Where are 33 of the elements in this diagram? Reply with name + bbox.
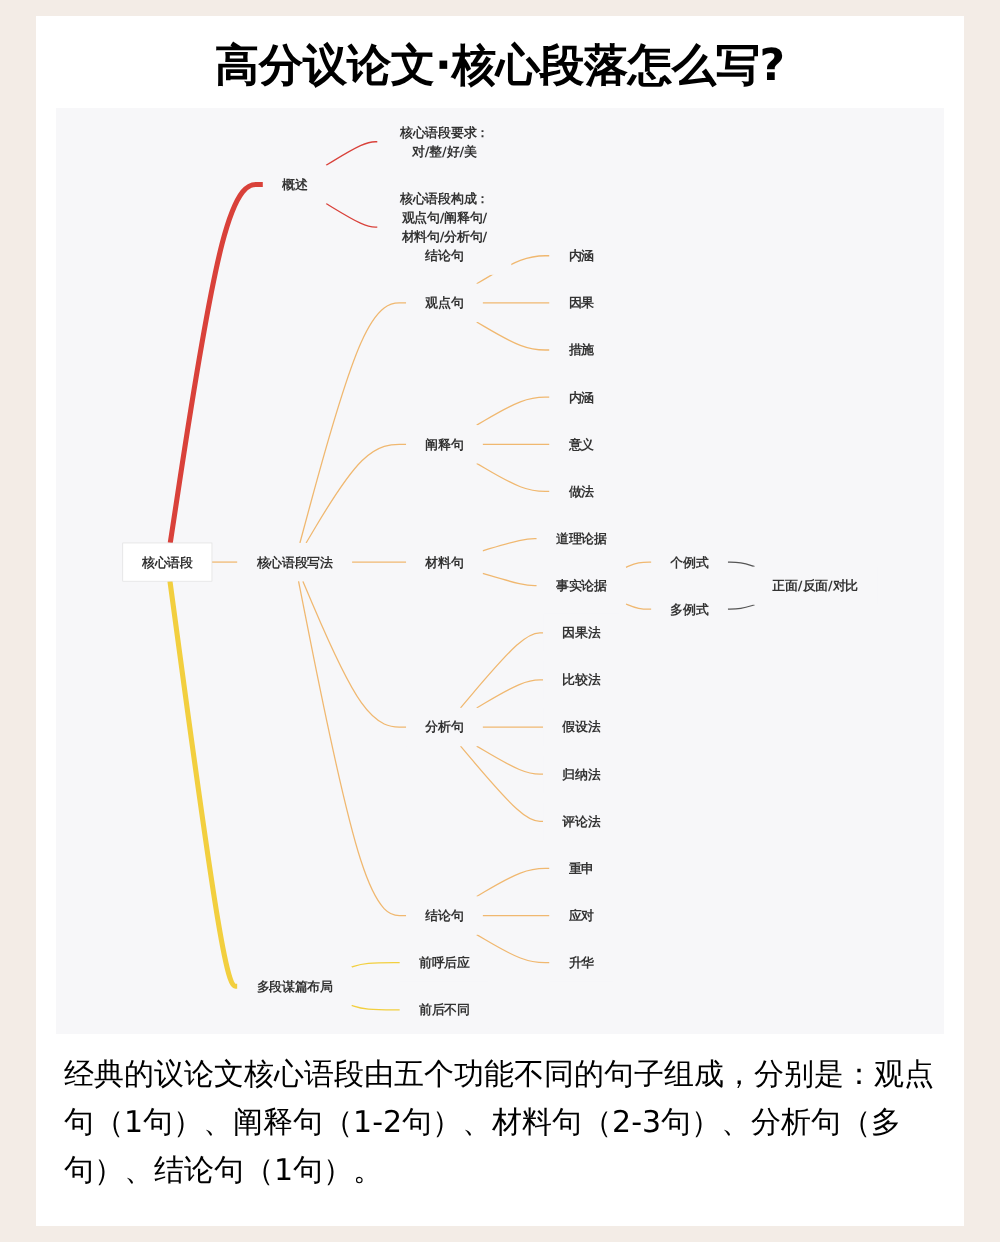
connector bbox=[459, 745, 544, 822]
connector bbox=[481, 914, 551, 917]
note-text: 经典的议论文核心语段由五个功能不同的句子组成，分别是：观点句（1句）、阐释句（1-2句）、材料句（2-3句）、分析句（多句）、结论句（1句）。 bbox=[64, 1054, 936, 1192]
connector bbox=[351, 561, 407, 563]
connector bbox=[727, 561, 756, 568]
connector bbox=[481, 572, 538, 587]
connector bbox=[167, 580, 238, 989]
connector bbox=[476, 396, 551, 426]
connector bbox=[625, 603, 652, 610]
connector bbox=[476, 462, 551, 493]
connector bbox=[625, 561, 652, 568]
connector bbox=[299, 302, 407, 544]
connector bbox=[476, 867, 551, 898]
connector bbox=[476, 679, 544, 709]
connector bbox=[325, 141, 379, 166]
connector bbox=[350, 962, 401, 968]
connector bbox=[167, 181, 263, 544]
connector bbox=[476, 934, 551, 964]
connector bbox=[727, 604, 756, 610]
connector bbox=[211, 561, 239, 563]
connector bbox=[302, 580, 407, 728]
connector bbox=[297, 580, 407, 917]
connector bbox=[350, 1004, 401, 1011]
connector bbox=[481, 537, 538, 552]
connector bbox=[325, 202, 379, 228]
connector bbox=[476, 321, 551, 351]
connector bbox=[476, 745, 544, 775]
connector bbox=[481, 302, 551, 304]
connector bbox=[481, 726, 544, 728]
connector bbox=[481, 443, 551, 445]
title: 高分议论文·核心段落怎么写? bbox=[212, 39, 788, 96]
connector bbox=[459, 632, 544, 709]
connector bbox=[305, 443, 407, 544]
